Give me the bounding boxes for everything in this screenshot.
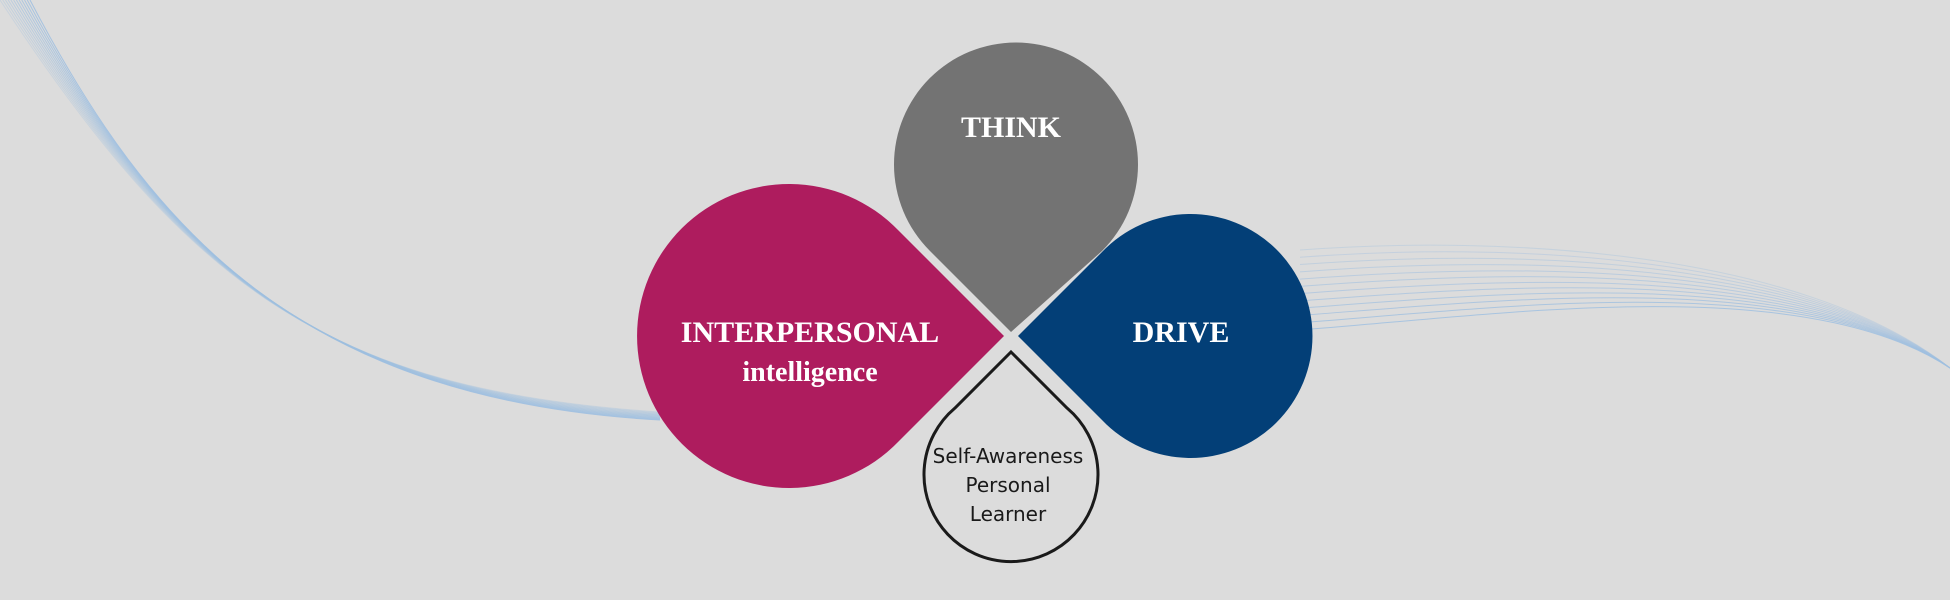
core-line-3: Learner (970, 502, 1047, 526)
wave-line (1299, 244, 1950, 369)
wave-line (1299, 292, 1950, 369)
drive-label: DRIVE (1133, 316, 1230, 349)
wave-line (1299, 306, 1950, 369)
wave-line (1299, 264, 1950, 369)
wave-line (1299, 287, 1950, 369)
wave-line (24, 0, 661, 420)
wave-line (21, 0, 661, 419)
wave-line (29, 0, 661, 421)
wave-line (7, 0, 661, 415)
wave-line (10, 0, 661, 416)
background-waves-left (0, 0, 661, 421)
core-line-2: Personal (965, 473, 1050, 497)
wave-line (5, 0, 661, 414)
wave-line (1299, 257, 1950, 369)
wave-line (18, 0, 661, 418)
wave-line (1299, 251, 1950, 369)
core-petal-outline (922, 349, 1100, 563)
interpersonal-sublabel: intelligence (742, 357, 877, 388)
wave-line (1299, 276, 1950, 369)
wave-line (26, 0, 661, 420)
interpersonal-petal (637, 184, 1004, 489)
think-petal (894, 42, 1138, 332)
think-label: THINK (961, 111, 1062, 144)
core-line-1: Self-Awareness (933, 444, 1084, 468)
background-waves-right (1299, 244, 1950, 369)
wave-line (1299, 301, 1950, 369)
wave-line (1299, 297, 1950, 369)
wave-line (1299, 281, 1950, 369)
wave-line (13, 0, 661, 417)
wave-line (1299, 270, 1950, 369)
wave-line (0, 0, 661, 413)
wave-line (15, 0, 661, 417)
interpersonal-label: INTERPERSONAL (681, 316, 939, 349)
drive-petal (1018, 213, 1313, 458)
wave-line (2, 0, 661, 414)
